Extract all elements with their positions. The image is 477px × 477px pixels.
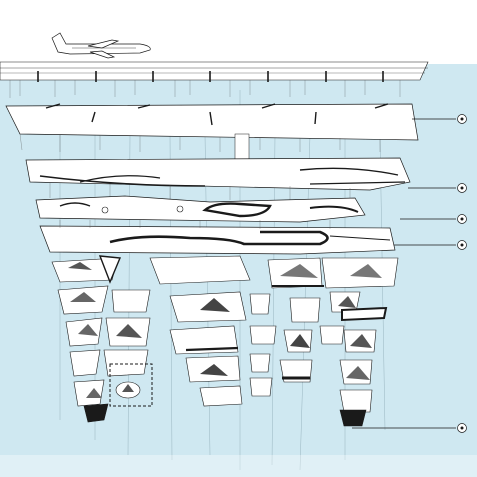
layer-2-deck: [25, 157, 411, 200]
dashed-selection-box: [109, 363, 153, 407]
callout-1: [412, 114, 467, 124]
layer-4-deck: [39, 220, 396, 255]
bottom-fade: [0, 455, 477, 477]
callouts: [352, 114, 467, 433]
callout-5: [352, 423, 467, 433]
callout-2: [408, 183, 467, 193]
callout-3: [400, 214, 467, 224]
middle-cluster: [51, 255, 399, 289]
airplane-icon: [51, 32, 151, 59]
layer-3-deck: [35, 195, 366, 223]
runway-deck: [0, 61, 429, 98]
lower-cluster: [57, 285, 388, 427]
callout-4: [394, 240, 467, 250]
layer-1-deck: [5, 103, 419, 167]
